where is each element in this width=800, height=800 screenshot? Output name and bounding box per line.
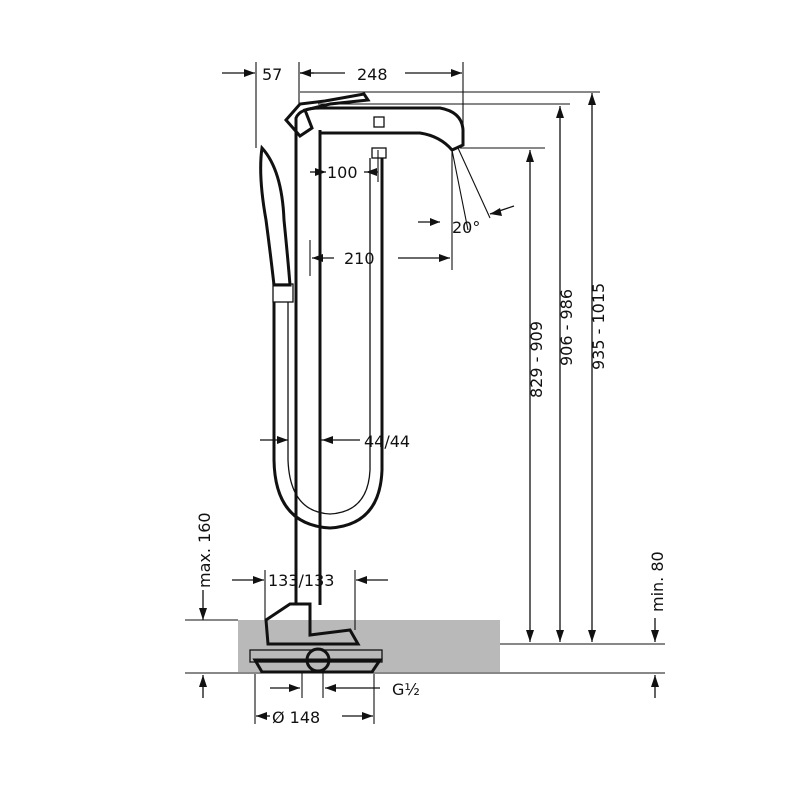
dim-44-44 (260, 436, 360, 444)
dim-label-100: 100 (327, 163, 358, 182)
faucet-lever (284, 92, 371, 138)
mounting-plate (249, 649, 383, 663)
dim-label-44-44: 44/44 (364, 432, 410, 451)
dim-label-diameter-148: Ø 148 (272, 708, 320, 727)
dim-label-max-160: max. 160 (195, 512, 214, 588)
dim-906-986 (556, 106, 564, 642)
shower-hose (272, 158, 384, 530)
dim-label-min-80: min. 80 (648, 551, 667, 612)
reference-lines (185, 91, 665, 674)
drain-connection (305, 647, 331, 673)
faucet-base (264, 602, 361, 646)
dim-g-half (270, 672, 380, 698)
dim-248 (300, 62, 464, 130)
dim-133-133 (232, 570, 388, 630)
shower-hose-inner (287, 158, 371, 515)
dim-label-829-909: 829 - 909 (527, 321, 546, 398)
dim-label-935-1015: 935 - 1015 (589, 283, 608, 370)
dim-diameter-148 (254, 674, 375, 724)
dim-100 (310, 150, 379, 182)
dim-min-80 (651, 618, 659, 698)
diverter-knob (373, 116, 385, 128)
floor-section (238, 620, 500, 672)
dim-label-57: 57 (262, 65, 282, 84)
base-plate (252, 658, 383, 674)
dim-20deg (418, 147, 515, 231)
shower-cone (272, 283, 294, 303)
dim-max-160 (199, 590, 207, 698)
faucet-column (294, 130, 322, 605)
dim-210 (309, 152, 453, 276)
dim-label-210: 210 (344, 249, 375, 268)
dim-label-248: 248 (357, 65, 388, 84)
dim-829-909 (526, 150, 534, 642)
hose-connector (371, 147, 387, 159)
dim-935-1015 (588, 93, 596, 642)
faucet-spout (294, 106, 465, 152)
hand-shower (259, 144, 292, 287)
dim-label-906-986: 906 - 986 (557, 289, 576, 366)
dim-label-20deg: 20° (452, 218, 480, 237)
dim-label-g-half: G½ (392, 680, 420, 699)
floor-recess (238, 620, 268, 644)
dim-label-133-133: 133/133 (268, 571, 334, 590)
